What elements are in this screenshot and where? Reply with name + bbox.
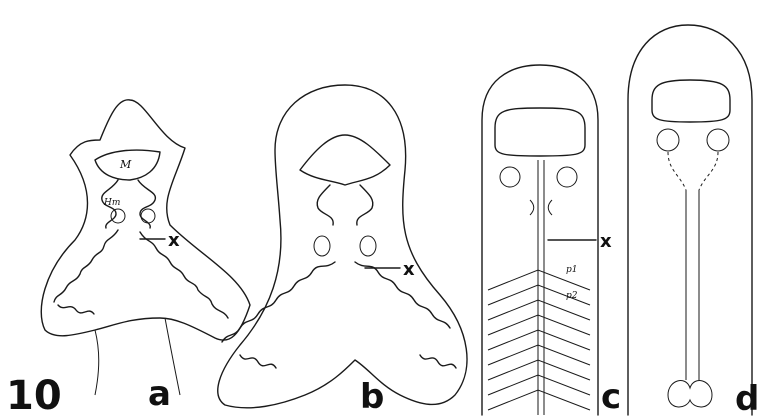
panel-d-drawing <box>628 25 752 415</box>
label-x-a: x <box>168 230 180 251</box>
label-Hm: Hm <box>103 198 120 208</box>
panel-b-drawing <box>218 85 467 408</box>
panel-letter-a: a <box>148 374 171 414</box>
panel-letter-b: b <box>360 377 384 417</box>
figure-number: 10 <box>6 373 62 419</box>
label-M: M <box>119 158 132 171</box>
panel-letter-d: d <box>735 379 759 419</box>
label-x-b: x <box>403 259 415 280</box>
label-p1: p1 <box>566 265 578 275</box>
panel-a-drawing <box>41 100 250 395</box>
panel-letter-c: c <box>601 377 621 417</box>
panel-c-drawing <box>482 65 598 415</box>
label-x-c: x <box>600 231 612 252</box>
label-p2: p2 <box>566 291 578 301</box>
